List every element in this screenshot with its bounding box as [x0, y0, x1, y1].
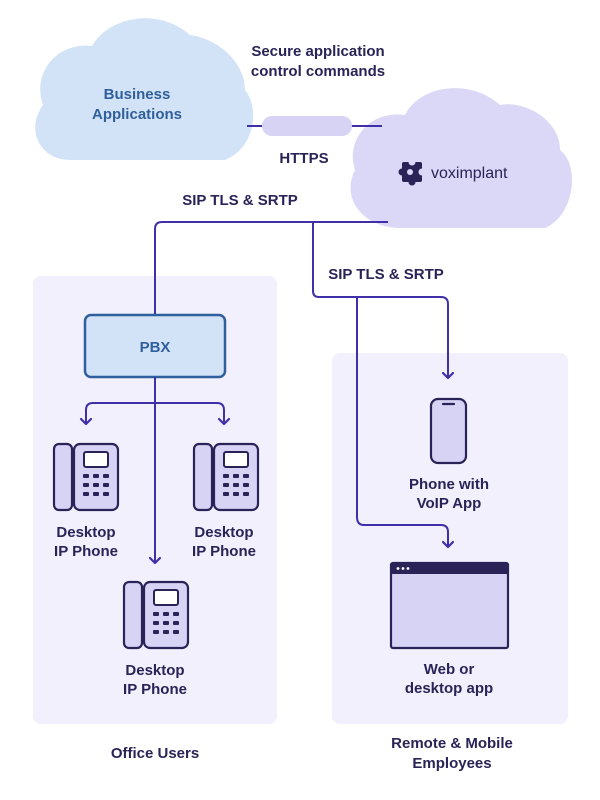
voximplant-brand-label: voximplant — [431, 165, 508, 182]
phone-bottom-label-2: IP Phone — [123, 681, 187, 698]
pbx-to-phone-right — [155, 402, 231, 426]
secure-commands-label-1: Secure application — [251, 43, 384, 60]
business-cloud-label-1: Business — [104, 86, 171, 103]
voximplant-puzzle-logo-icon — [398, 158, 426, 186]
phone-right-label-2: IP Phone — [192, 543, 256, 560]
phone-right-label-1: Desktop — [194, 524, 253, 541]
phone-left-label-2: IP Phone — [54, 543, 118, 560]
secure-commands-label-2: control commands — [251, 63, 385, 80]
business-cloud-label-2: Applications — [92, 106, 182, 123]
web-app-label-2: desktop app — [405, 680, 493, 697]
pbx-to-phone-left — [79, 377, 156, 426]
remote-employees-label-1: Remote & Mobile — [391, 735, 513, 752]
remote-employees-label-2: Employees — [412, 755, 491, 772]
sip-tls-pbx-label: SIP TLS & SRTP — [182, 192, 298, 209]
sip-link-to-web-app — [356, 297, 455, 549]
desk-phone-icon — [192, 442, 260, 512]
pbx-label: PBX — [140, 339, 171, 356]
sip-link-to-pbx — [154, 221, 388, 315]
sip-tls-remote-label: SIP TLS & SRTP — [328, 266, 444, 283]
web-app-label-1: Web or — [424, 661, 475, 678]
business-applications-cloud — [35, 18, 254, 161]
https-link-pill — [262, 116, 352, 136]
smartphone-icon — [429, 397, 468, 465]
desk-phone-icon — [122, 580, 190, 650]
phone-left-label-1: Desktop — [56, 524, 115, 541]
https-label: HTTPS — [279, 150, 328, 167]
app-window-icon — [389, 561, 510, 650]
voximplant-cloud — [350, 88, 572, 228]
sip-link-to-remote — [312, 222, 455, 380]
office-users-label: Office Users — [111, 745, 199, 762]
mobile-label-1: Phone with — [409, 476, 489, 493]
mobile-label-2: VoIP App — [417, 495, 482, 512]
desk-phone-icon — [52, 442, 120, 512]
phone-bottom-label-1: Desktop — [125, 662, 184, 679]
